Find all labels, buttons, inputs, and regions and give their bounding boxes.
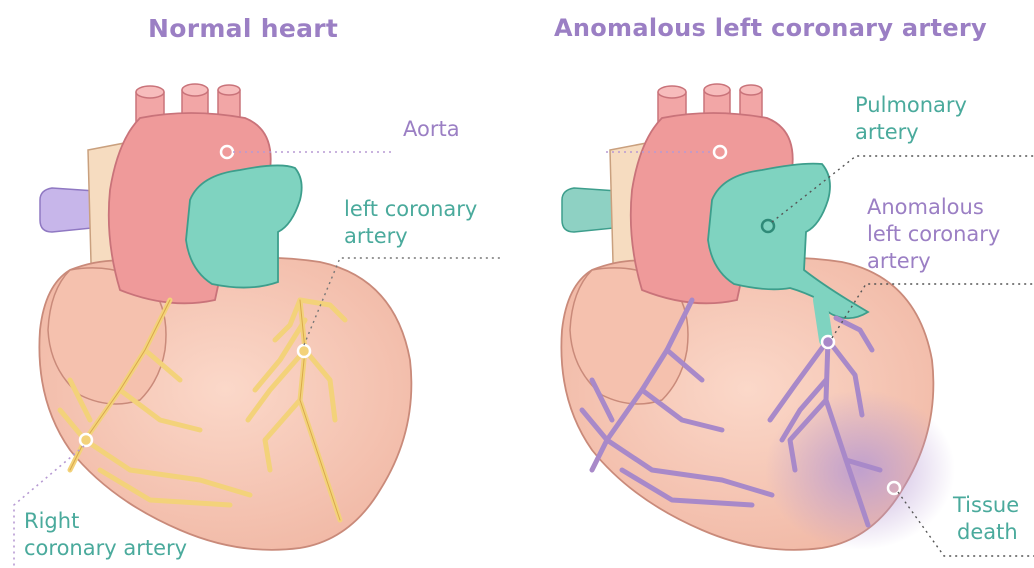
right-coronary-label: Right coronary artery	[24, 508, 187, 562]
anomalous-label-line1: Anomalous	[867, 194, 1000, 221]
left-coronary-label-line1: left coronary	[344, 196, 477, 223]
pulmonary-label-line2: artery	[855, 119, 967, 146]
tissue-death-label-line2: death	[953, 519, 1019, 546]
right-coronary-label-line1: Right	[24, 508, 187, 535]
tissue-death-label: Tissue death	[953, 492, 1019, 546]
left-coronary-label: left coronary artery	[344, 196, 477, 250]
aorta-label-text: Aorta	[403, 116, 460, 143]
pulmonary-label-line1: Pulmonary	[855, 92, 967, 119]
aorta-label: Aorta	[403, 116, 460, 143]
anomalous-coronary-label: Anomalous left coronary artery	[867, 194, 1000, 275]
anomalous-trunk	[820, 300, 826, 340]
left-coronary-marker	[298, 345, 310, 357]
right-coronary-label-line2: coronary artery	[24, 535, 187, 562]
normal-heart	[14, 84, 500, 568]
anomalous-label-line2: left coronary	[867, 221, 1000, 248]
left-coronary-label-line2: artery	[344, 223, 477, 250]
tissue-death-label-line1: Tissue	[953, 492, 1019, 519]
pulmonary-artery-label: Pulmonary artery	[855, 92, 967, 146]
anomalous-heart	[561, 84, 1034, 556]
anomalous-label-line3: artery	[867, 248, 1000, 275]
right-coronary-marker	[80, 434, 92, 446]
